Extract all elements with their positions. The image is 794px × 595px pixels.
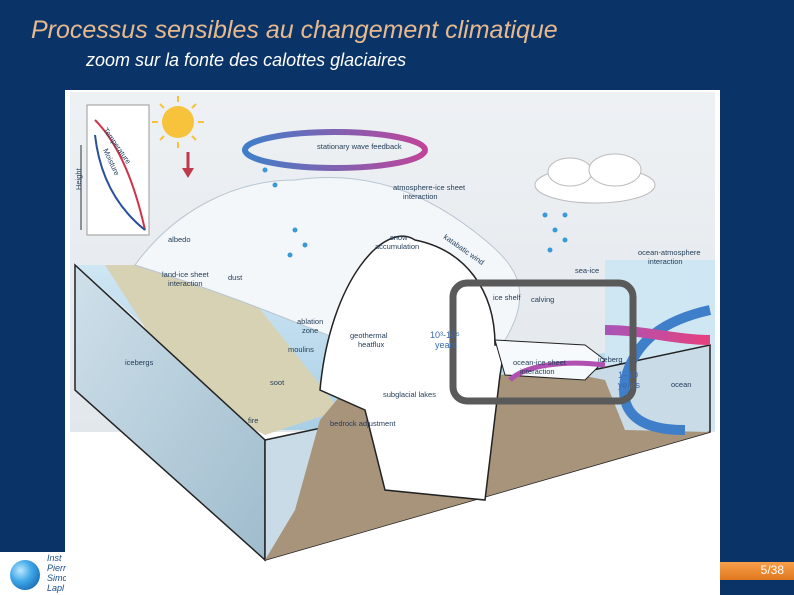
label-bedrock: bedrock adjustment — [330, 419, 396, 428]
temperature-curve — [94, 119, 146, 231]
label-stationary-wave: stationary wave feedback — [317, 142, 402, 151]
label-iceberg: iceberg — [598, 355, 623, 364]
land-surface — [105, 265, 340, 435]
warm-current-arrow — [604, 325, 711, 345]
logo-text: Inst Pierr Simo Lapl — [47, 553, 66, 593]
slide-title: Processus sensibles au changement climat… — [31, 16, 558, 44]
globe-icon — [10, 560, 40, 590]
label-icebergs: icebergs — [125, 358, 154, 367]
label-snow-2: accumulation — [375, 242, 419, 251]
label-ocean-atm-1: ocean-atmosphere — [638, 248, 701, 257]
label-years-short-1: 1–10 — [618, 370, 638, 380]
label-moulins: moulins — [288, 345, 314, 354]
highlight-box — [449, 279, 637, 405]
stationary-wave-loop — [242, 129, 428, 171]
label-dust: dust — [228, 273, 243, 282]
label-sea-ice: sea-ice — [575, 266, 599, 275]
label-atm-ice-2: interaction — [403, 192, 438, 201]
label-years-long-1: 10³-10⁵ — [430, 330, 460, 340]
label-years-short-2: years — [618, 380, 641, 390]
label-fire: fire — [248, 416, 258, 425]
ice-sheet-processes-figure: Temperature Moisture Height albedo stati… — [65, 90, 720, 595]
arrow-head-icon — [182, 168, 194, 178]
label-land-ice-2: interaction — [168, 279, 203, 288]
label-ocean: ocean — [671, 380, 691, 389]
bedrock — [265, 370, 710, 560]
label-ablation-2: zone — [302, 326, 318, 335]
label-snow-1: snow — [390, 233, 408, 242]
page-number: 5/38 — [760, 563, 784, 577]
cloud-puff-icon — [547, 157, 593, 187]
label-ice-shelf: ice shelf — [493, 293, 521, 302]
footer-bar — [720, 562, 794, 580]
rain-drops-icon — [262, 167, 568, 258]
sun-icon — [162, 106, 194, 138]
cold-current-arrow — [619, 305, 712, 435]
institution-logo: Inst Pierr Simo Lapl — [0, 552, 66, 595]
label-ocean-ice-1: ocean-ice sheet — [513, 358, 567, 367]
slide-subtitle: zoom sur la fonte des calottes glaciaire… — [86, 50, 407, 70]
label-ocean-atm-2: interaction — [648, 257, 683, 266]
ice-sheet-diagram: Temperature Moisture Height albedo stati… — [70, 92, 715, 562]
label-years-long-2: years — [435, 340, 458, 350]
label-atm-ice-1: atmosphere-ice sheet — [393, 183, 466, 192]
label-subglacial: subglacial lakes — [383, 390, 436, 399]
label-geothermal-1: geothermal — [350, 331, 388, 340]
label-height: Height — [74, 167, 83, 190]
sun-rays-icon — [152, 96, 204, 148]
label-albedo: albedo — [168, 235, 191, 244]
label-calving: calving — [531, 295, 554, 304]
profile-box — [86, 104, 150, 236]
label-ablation-1: ablation — [297, 317, 323, 326]
label-soot: soot — [270, 378, 285, 387]
ocean-ice-current — [508, 360, 606, 382]
cloud-puff-icon — [588, 153, 642, 187]
label-geothermal-2: heatflux — [358, 340, 385, 349]
label-ocean-ice-2: interaction — [520, 367, 555, 376]
moisture-curve — [94, 134, 146, 231]
label-land-ice-1: land-ice sheet — [162, 270, 210, 279]
ice-cross-section — [319, 235, 506, 501]
